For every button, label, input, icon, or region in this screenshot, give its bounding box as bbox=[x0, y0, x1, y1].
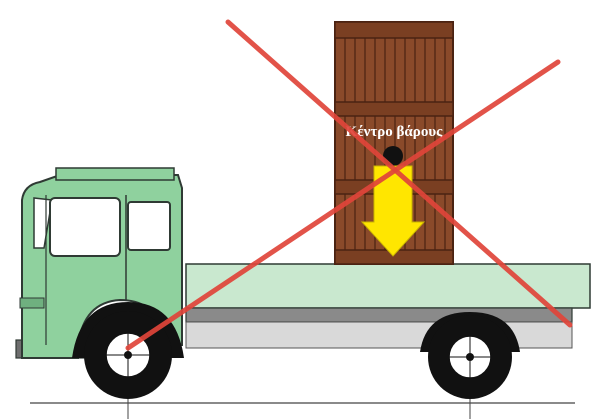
cab-door-window bbox=[50, 198, 120, 256]
rear-wheel bbox=[420, 312, 520, 399]
cab-rear-window bbox=[128, 202, 170, 250]
